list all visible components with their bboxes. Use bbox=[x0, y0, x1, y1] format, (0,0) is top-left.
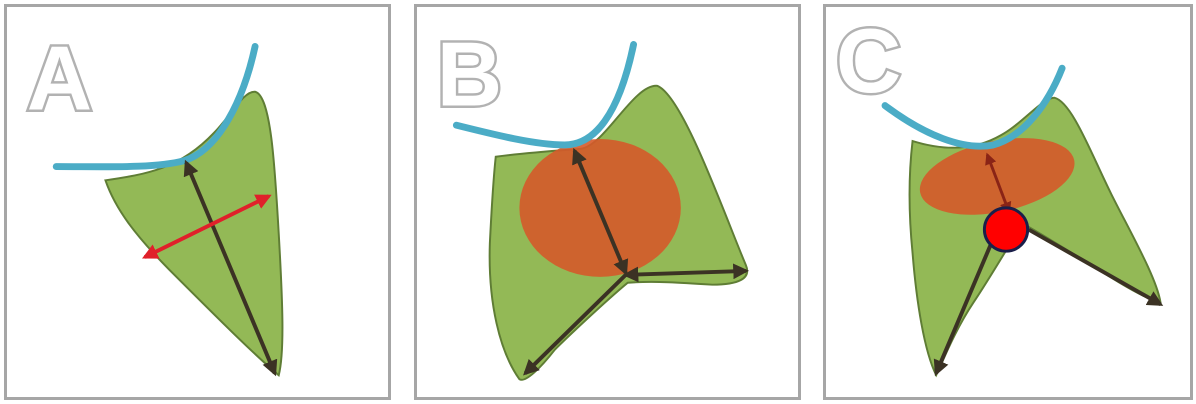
panel-c: C bbox=[823, 4, 1193, 400]
panel-a: A bbox=[4, 4, 391, 400]
panel-letter-c: C bbox=[836, 11, 901, 112]
panel-b-diagram: B bbox=[417, 7, 798, 397]
panel-letter-b: B bbox=[437, 25, 502, 126]
panel-letter-a: A bbox=[27, 28, 92, 129]
center-dot-c bbox=[984, 208, 1027, 251]
panel-b: B bbox=[414, 4, 801, 400]
panel-a-diagram: A bbox=[7, 7, 388, 397]
panel-c-diagram: C bbox=[826, 7, 1190, 397]
